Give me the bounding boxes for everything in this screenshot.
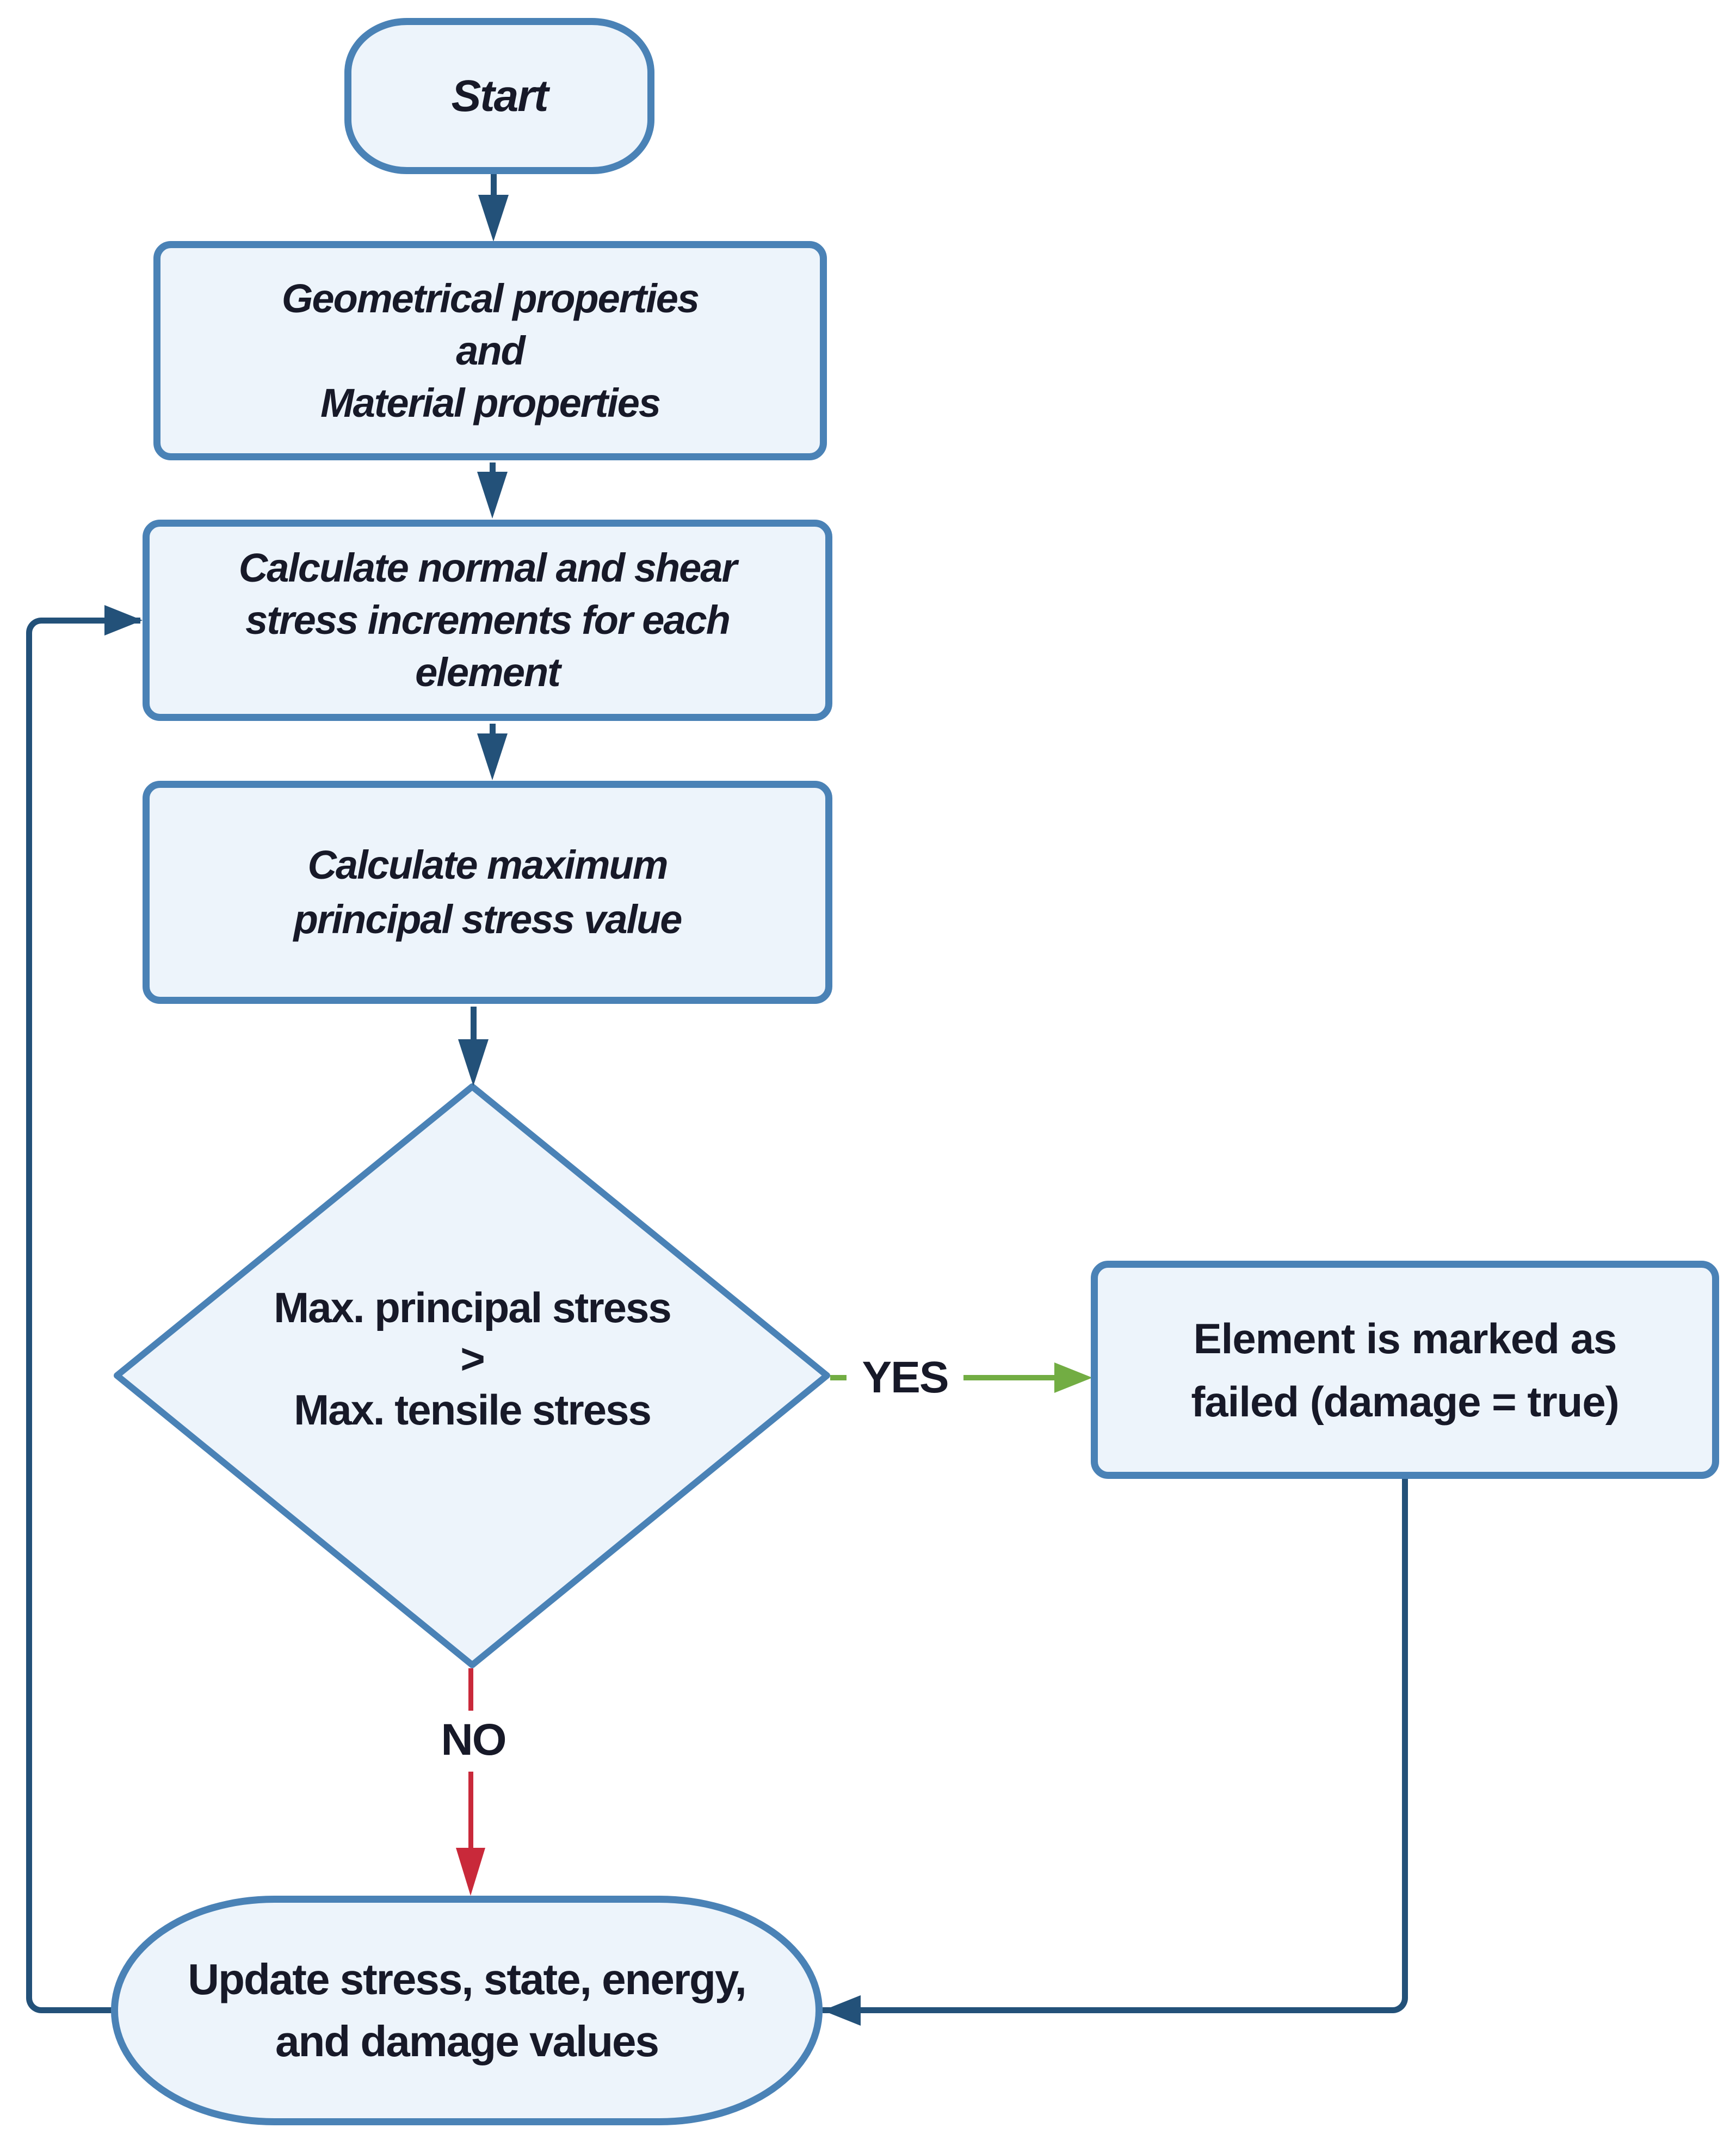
arrowhead-down-icon: [478, 195, 509, 242]
connector-failed-to-update: [823, 1479, 1408, 2013]
arrow-start-to-properties: [491, 174, 497, 200]
yes-arrowhead-right-icon: [1054, 1362, 1092, 1393]
decision-node-text: Max. principal stress > Max. tensile str…: [200, 1282, 744, 1435]
arrowhead-down-icon: [477, 733, 508, 780]
element-failed-node: Element is marked as failed (damage = tr…: [1091, 1261, 1719, 1479]
arrowhead-left-icon: [823, 1995, 861, 2026]
node-text-line: principal stress value: [293, 897, 683, 942]
node-text-line: stress increments for each: [245, 597, 731, 643]
geometrical-material-properties-node: Geometrical properties and Material prop…: [153, 241, 827, 460]
arrowhead-down-icon: [458, 1039, 489, 1086]
yes-edge-label: YES: [847, 1350, 963, 1405]
no-edge-segment: [468, 1668, 473, 1711]
node-text-line: Material properties: [320, 380, 661, 425]
node-text-line: and: [456, 328, 526, 373]
node-text-line: Element is marked as: [1193, 1314, 1617, 1362]
loop-update-to-increments: [26, 618, 140, 2013]
update-values-node: Update stress, state, energy, and damage…: [111, 1896, 823, 2125]
start-node: Start: [344, 18, 654, 174]
node-text-line: element: [415, 650, 561, 695]
decision-text-line: Max. tensile stress: [294, 1386, 652, 1434]
start-node-label: Start: [451, 71, 549, 121]
decision-text-line: Max. principal stress: [274, 1284, 672, 1331]
no-edge-line: [468, 1772, 473, 1853]
no-edge-label: NO: [424, 1713, 522, 1767]
arrowhead-right-icon: [104, 605, 143, 636]
node-text-line: and damage values: [275, 2017, 659, 2065]
arrowhead-down-icon: [477, 472, 508, 519]
node-text-line: failed (damage = true): [1191, 1377, 1619, 1426]
decision-text-line: >: [460, 1335, 485, 1383]
arrow-principal-to-decision: [471, 1007, 477, 1047]
node-text-line: Update stress, state, energy,: [188, 1955, 746, 2003]
node-text-line: Calculate normal and shear: [238, 545, 737, 590]
no-arrowhead-down-icon: [456, 1848, 485, 1896]
calculate-stress-increments-node: Calculate normal and shear stress increm…: [143, 520, 832, 721]
calculate-principal-stress-node: Calculate maximum principal stress value: [143, 781, 832, 1004]
node-text-line: Calculate maximum: [307, 842, 668, 887]
node-text-line: Geometrical properties: [281, 275, 700, 321]
